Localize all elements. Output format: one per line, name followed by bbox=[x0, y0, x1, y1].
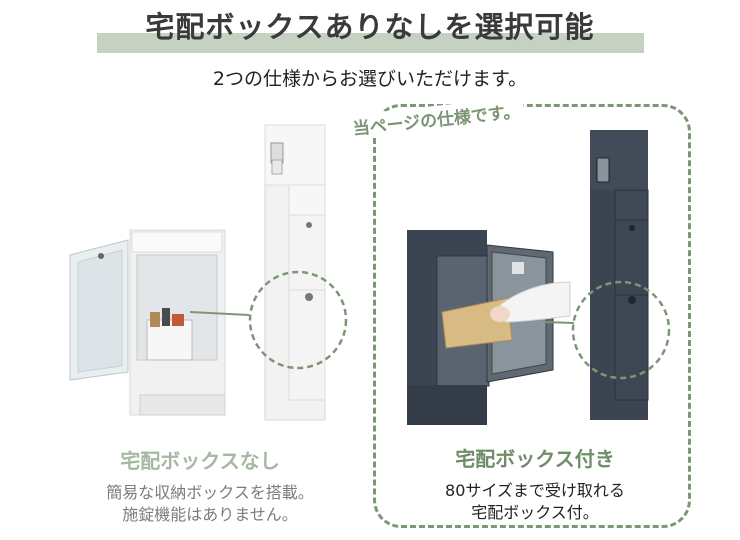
left-detail-magnifier bbox=[189, 270, 348, 370]
page-subtitle: 2つの仕様からお選びいただけます。 bbox=[212, 68, 528, 90]
dark-mailbox-post bbox=[590, 130, 649, 420]
option-label-without-delivery-box: 宅配ボックスなし bbox=[120, 449, 280, 473]
description-line: 簡易な収納ボックスを搭載。 bbox=[106, 483, 314, 502]
description-line: 80サイズまで受け取れる bbox=[445, 481, 625, 500]
option-description-without-delivery-box: 簡易な収納ボックスを搭載。 施錠機能はありません。 bbox=[60, 482, 360, 526]
option-description-with-delivery-box: 80サイズまで受け取れる 宅配ボックス付。 bbox=[395, 480, 675, 524]
option-label-with-delivery-box: 宅配ボックス付き bbox=[455, 447, 615, 471]
current-spec-dashed-frame bbox=[373, 104, 691, 528]
page-title: 宅配ボックスありなしを選択可能 bbox=[145, 10, 595, 44]
white-storage-box-open bbox=[69, 229, 226, 416]
description-line: 施錠機能はありません。 bbox=[122, 505, 298, 524]
title-underline-band bbox=[97, 33, 644, 53]
dark-delivery-box-open bbox=[407, 230, 571, 425]
right-detail-magnifier bbox=[543, 280, 671, 380]
description-line: 宅配ボックス付。 bbox=[471, 503, 599, 522]
